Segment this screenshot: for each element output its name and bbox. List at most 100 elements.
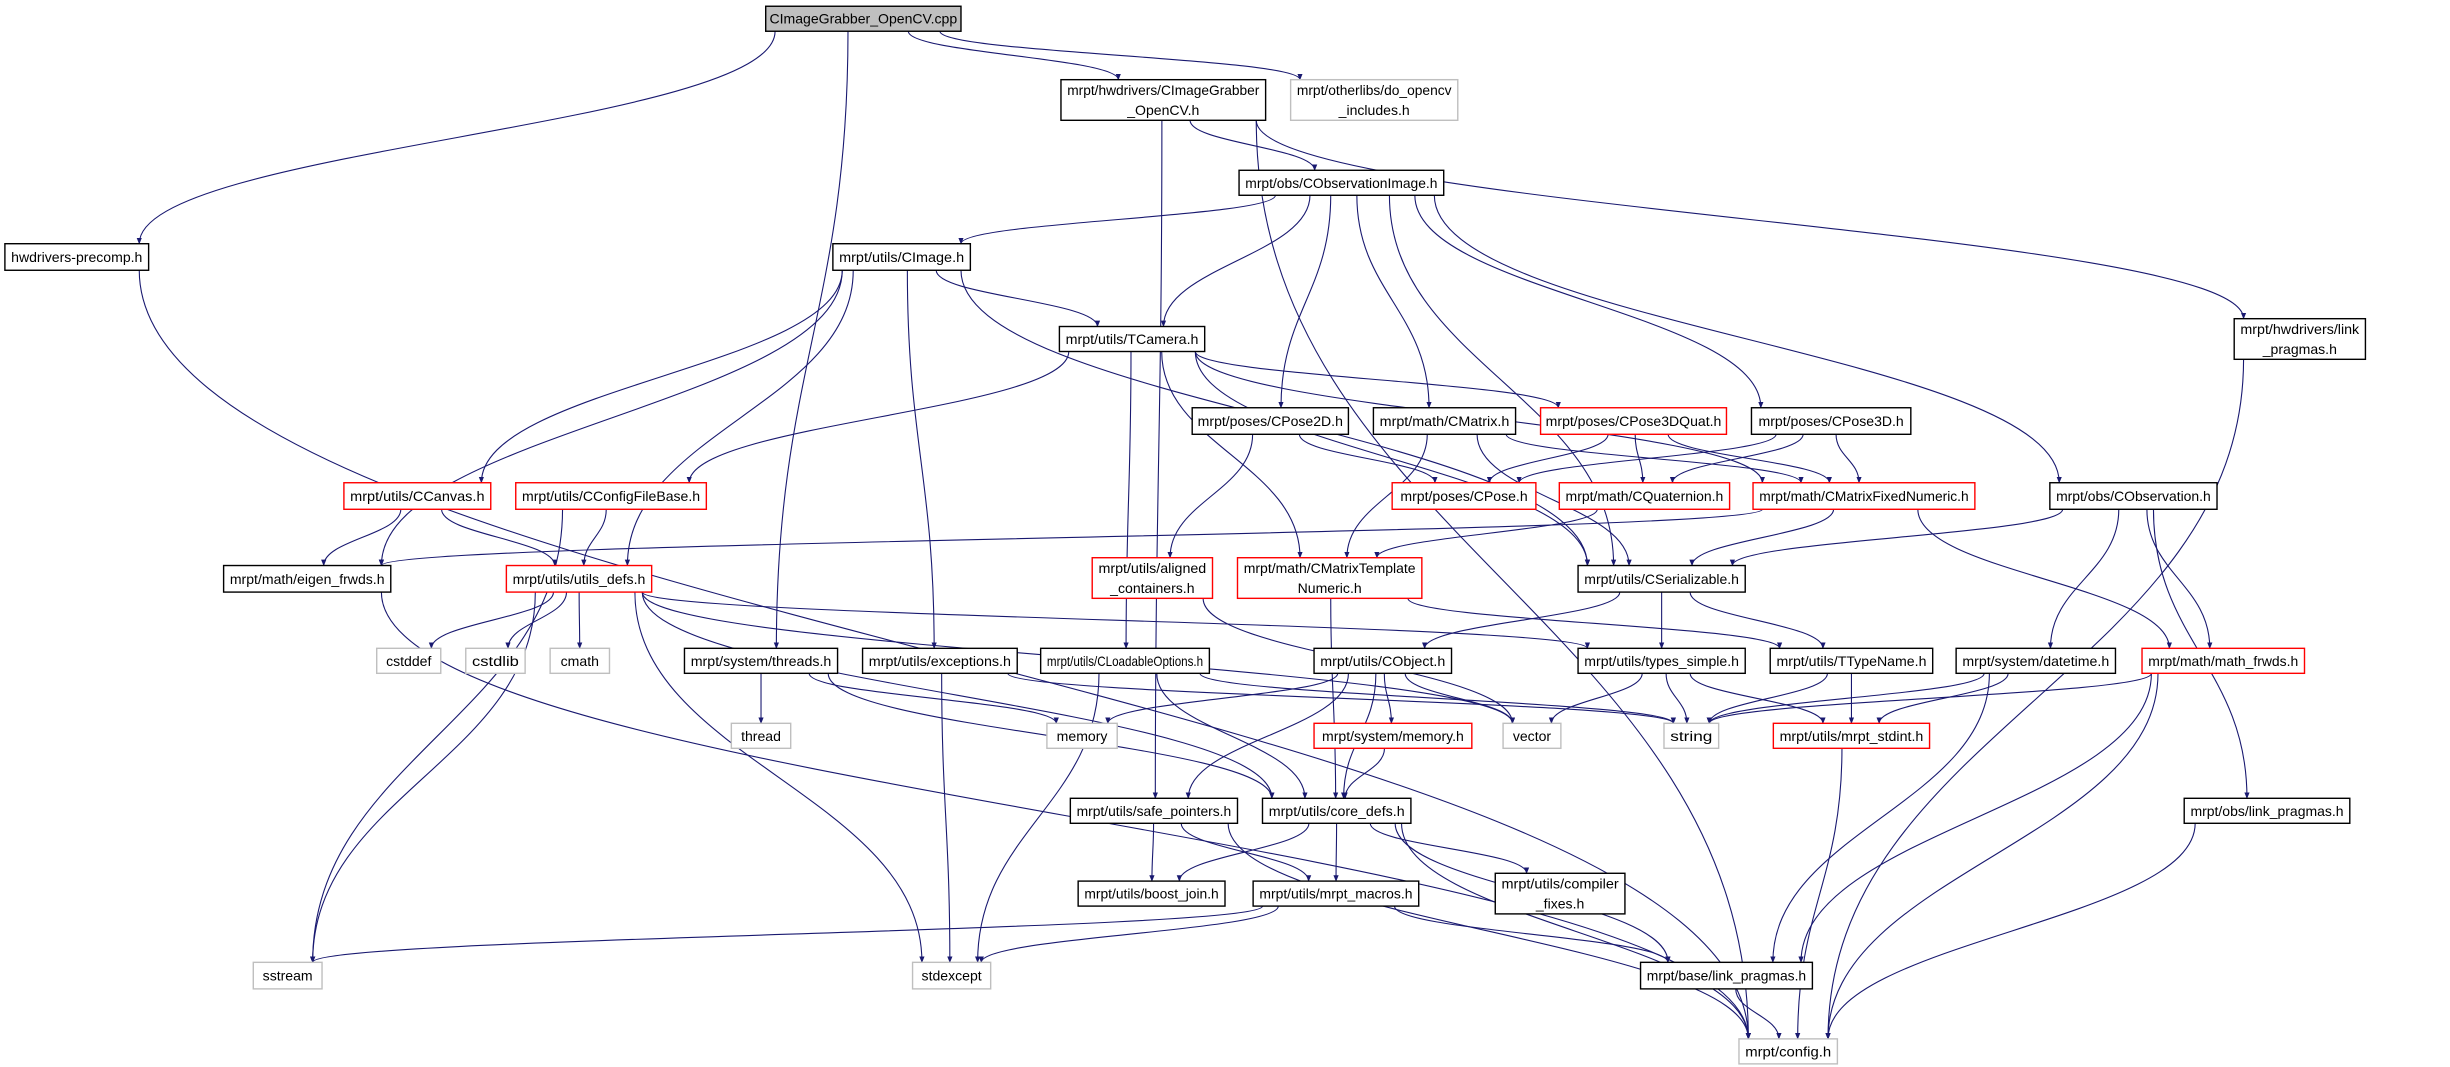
node-box [2141,647,2306,675]
node-pre[interactable]: hwdrivers-precomp.h [4,243,150,271]
node-cp3[interactable]: mrpt/poses/CPose3D.h [1750,407,1912,436]
node-string[interactable]: string [1663,722,1720,750]
node-sstream[interactable]: sstream [252,961,323,990]
edge-udefs-to-stdexc [634,592,925,963]
edge-safe-to-config [1227,823,1751,1040]
node-config[interactable]: mrpt/config.h [1738,1038,1839,1065]
edge-macros-to-blp [1393,905,1671,963]
node-boost[interactable]: mrpt/utils/boost_join.h [1077,880,1226,907]
node-clo[interactable]: mrpt/utils/CLoadableOptions.h [1039,647,1211,675]
node-box [1769,647,1934,675]
node-thread[interactable]: thread [730,722,792,750]
node-udefs[interactable]: mrpt/utils/utils_defs.h [505,564,653,593]
node-box [2233,317,2367,361]
node-alig[interactable]: mrpt/utils/aligned_containers.h [1091,557,1214,600]
node-cmath[interactable]: cmath [549,647,611,675]
node-label: _pragmas.h [2262,341,2337,357]
node-cstddef[interactable]: cstddef [376,647,442,675]
edge-dt-to-stdint [1876,673,2009,724]
node-cmfn[interactable]: mrpt/math/CMatrixFixedNumeric.h [1752,482,1976,510]
node-box [1494,872,1626,915]
edge-cmfn-to-cser [1689,509,1835,567]
node-label: mrpt/utils/types_simple.h [1584,653,1739,669]
node-core[interactable]: mrpt/utils/core_defs.h [1261,797,1412,824]
node-cig[interactable]: mrpt/hwdrivers/CImageGrabber_OpenCV.h [1060,78,1267,121]
node-box [222,564,392,593]
edge-thr-to-memory [808,673,1059,724]
node-label: mrpt/math/CMatrix.h [1380,413,1510,429]
node-mfw[interactable]: mrpt/math/math_frwds.h [2141,647,2306,675]
node-label: _fixes.h [1535,896,1584,912]
node-box [730,722,792,750]
node-thr[interactable]: mrpt/system/threads.h [683,647,839,675]
node-tcam[interactable]: mrpt/utils/TCamera.h [1058,325,1206,353]
node-label: thread [741,728,781,744]
node-cmat[interactable]: mrpt/math/CMatrix.h [1372,407,1517,436]
node-box [1238,169,1445,196]
node-box [1391,482,1537,510]
node-cobs[interactable]: mrpt/obs/CObservation.h [2049,482,2218,510]
edge-coi-to-tcam [1160,195,1311,328]
node-cpose[interactable]: mrpt/poses/CPose.h [1391,482,1537,510]
node-cobj[interactable]: mrpt/utils/CObject.h [1313,647,1453,675]
node-label: _includes.h [1338,102,1410,118]
node-box [1577,564,1746,593]
edge-cmfn-to-eig [379,508,1763,567]
node-cpp[interactable]: CImageGrabber_OpenCV.cpp [765,5,962,32]
node-hlp[interactable]: mrpt/hwdrivers/link_pragmas.h [2233,317,2367,361]
nodes-layer: CImageGrabber_OpenCV.cpp mrpt/hwdrivers/C… [4,5,2367,1065]
node-label: mrpt/utils/compiler [1502,875,1619,891]
edge-core-to-cfix [1369,823,1530,874]
node-label: hwdrivers-precomp.h [11,249,142,265]
node-vector[interactable]: vector [1502,722,1562,750]
node-label: memory [1057,728,1108,744]
node-stdint[interactable]: mrpt/utils/mrpt_stdint.h [1772,722,1931,750]
node-label: mrpt/system/threads.h [691,653,832,669]
node-cstdlib[interactable]: cstdlib [465,647,526,675]
node-stdexc[interactable]: stdexcept [911,961,992,990]
node-cser[interactable]: mrpt/utils/CSerializable.h [1577,564,1746,593]
node-cp3q[interactable]: mrpt/poses/CPose3DQuat.h [1539,407,1728,436]
node-box [1752,482,1976,510]
node-types[interactable]: mrpt/utils/types_simple.h [1577,647,1746,675]
node-ccfg[interactable]: mrpt/utils/CConfigFileBase.h [515,482,708,510]
node-box [4,243,150,271]
node-dt[interactable]: mrpt/system/datetime.h [1955,647,2117,675]
node-cp2[interactable]: mrpt/poses/CPose2D.h [1191,407,1350,436]
node-eig[interactable]: mrpt/math/eigen_frwds.h [222,564,392,593]
node-box [549,647,611,675]
node-label: mrpt/utils/CCanvas.h [350,488,484,504]
edge-core-to-boost [1176,823,1310,882]
node-doc[interactable]: mrpt/otherlibs/do_opencv _includes.h [1289,78,1459,121]
node-memory[interactable]: memory [1046,722,1118,750]
node-label: mrpt/otherlibs/do_opencv [1297,82,1452,98]
node-box [1077,880,1226,907]
node-box [1236,557,1423,600]
edge-cp3q-to-cquat [1634,434,1646,484]
node-label: _OpenCV.h [1126,102,1199,118]
edge-cim-to-exc [906,270,937,649]
node-label: mrpt/poses/CPose2D.h [1198,413,1343,429]
edge-tcam-to-ccfg [686,351,1070,484]
edge-coi-to-cmat [1356,195,1432,409]
node-cfix[interactable]: mrpt/utils/compiler _fixes.h [1494,872,1626,915]
node-olp[interactable]: mrpt/obs/link_pragmas.h [2183,797,2351,824]
node-ttn[interactable]: mrpt/utils/TTypeName.h [1769,647,1934,675]
node-smem[interactable]: mrpt/system/memory.h [1313,722,1473,750]
node-blp[interactable]: mrpt/base/link_pragmas.h [1639,961,1814,990]
node-coi[interactable]: mrpt/obs/CObservationImage.h [1238,169,1445,196]
node-box [861,647,1018,675]
node-ccan[interactable]: mrpt/utils/CCanvas.h [343,482,492,510]
node-macros[interactable]: mrpt/utils/mrpt_macros.h [1252,880,1420,907]
edge-ttn-to-string [1706,673,1828,724]
edge-stdint-to-config [1795,748,1843,1040]
node-box [1261,797,1412,824]
node-safe[interactable]: mrpt/utils/safe_pointers.h [1069,797,1239,824]
node-cim[interactable]: mrpt/utils/CImage.h [832,243,972,271]
edge-cobj-to-memory [1105,673,1339,724]
node-label: cstddef [386,653,431,669]
node-cquat[interactable]: mrpt/math/CQuaternion.h [1558,482,1731,510]
node-box [1750,407,1912,436]
node-exc[interactable]: mrpt/utils/exceptions.h [861,647,1018,675]
